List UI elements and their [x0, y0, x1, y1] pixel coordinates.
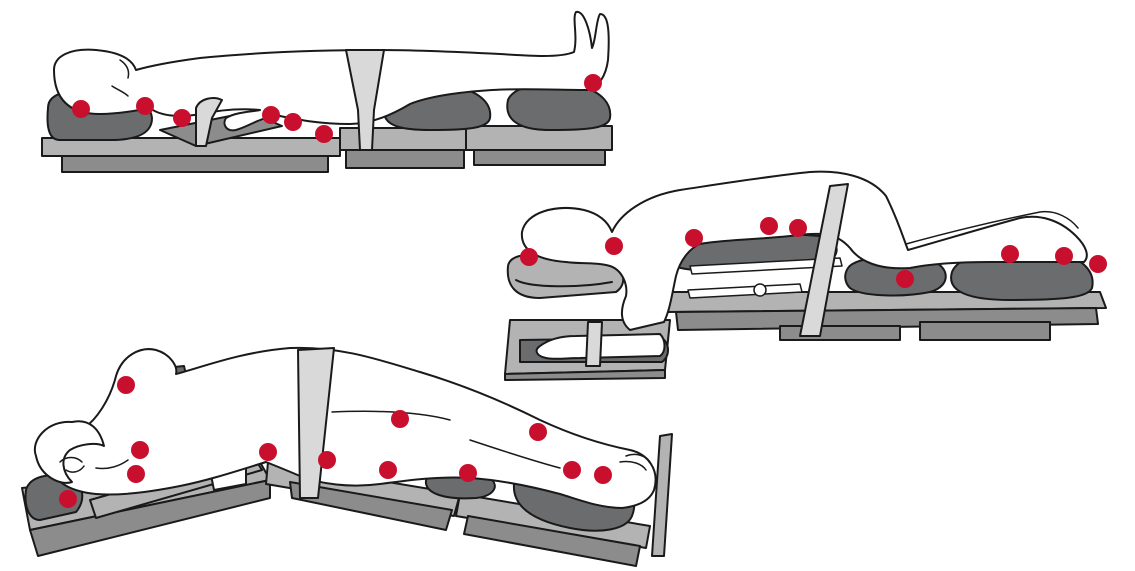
panel-prone — [504, 170, 1107, 381]
pressure-point — [131, 441, 149, 459]
pressure-point — [59, 490, 77, 508]
panel-supine — [41, 10, 613, 173]
pressure-point — [391, 410, 409, 428]
pressure-point — [789, 219, 807, 237]
supine-arm-strap — [195, 97, 223, 147]
lateral-feet — [619, 453, 651, 471]
pressure-point — [584, 74, 602, 92]
supine-strap — [345, 49, 385, 151]
pressure-point — [760, 217, 778, 235]
pressure-point — [563, 461, 581, 479]
prone-pressure-points — [520, 217, 1107, 288]
pressure-point — [605, 237, 623, 255]
lateral-face — [59, 456, 129, 473]
panel-lateral — [21, 346, 673, 567]
prone-arm-strap — [585, 321, 603, 367]
supine-face — [111, 59, 130, 97]
pressure-point — [459, 464, 477, 482]
pressure-point — [1089, 255, 1107, 273]
supine-table — [41, 125, 613, 173]
pressure-point — [259, 443, 277, 461]
pressure-point — [173, 109, 191, 127]
pressure-point — [127, 465, 145, 483]
pressure-point — [72, 100, 90, 118]
pressure-point — [315, 125, 333, 143]
lateral-pressure-points — [59, 376, 612, 508]
pressure-point — [896, 270, 914, 288]
pressure-point — [1055, 247, 1073, 265]
prone-leg-line — [905, 210, 1079, 245]
pressure-point — [685, 229, 703, 247]
pressure-point — [529, 423, 547, 441]
pressure-point — [318, 451, 336, 469]
pressure-point — [117, 376, 135, 394]
prone-frame-joint — [753, 283, 767, 297]
lateral-hair — [33, 420, 105, 484]
pressure-point — [379, 461, 397, 479]
pressure-point — [262, 106, 280, 124]
lateral-strap — [297, 347, 335, 499]
pressure-point — [1001, 245, 1019, 263]
pressure-point — [520, 248, 538, 266]
supine-pressure-points — [72, 74, 602, 143]
lateral-body — [50, 346, 657, 509]
pressure-point — [136, 97, 154, 115]
prone-strap — [799, 183, 849, 337]
pressure-point — [284, 113, 302, 131]
pressure-point — [594, 466, 612, 484]
